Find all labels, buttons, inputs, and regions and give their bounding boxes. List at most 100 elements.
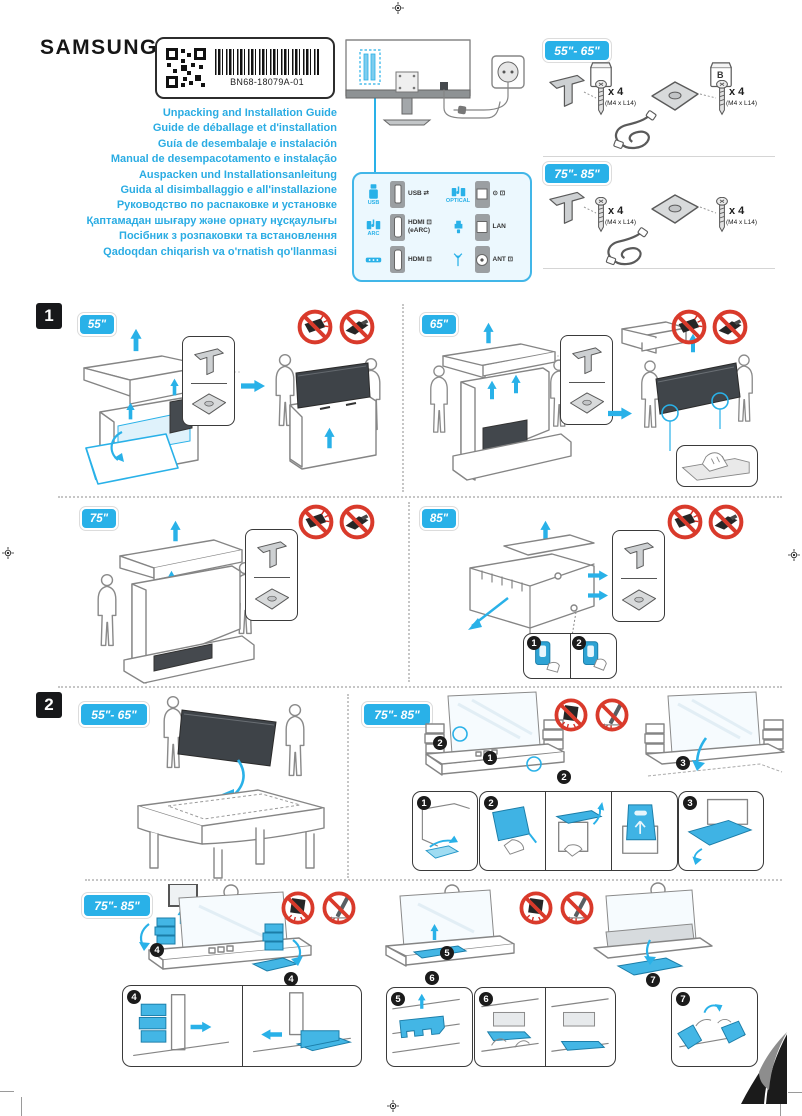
panel-2-frame-2: [546, 792, 612, 870]
port-row-optical: OPTICAL ⊙ ⊡: [445, 180, 525, 209]
stand-neck-icon: [255, 539, 289, 569]
remove-corner-detail: [421, 803, 470, 859]
speaker-optical-icon: OPTICAL: [445, 184, 472, 204]
fold-sheet-detail: [687, 798, 753, 866]
no-crush-icon: [670, 308, 708, 346]
port-label: LAN: [492, 222, 506, 230]
step-marker-3: 3: [683, 796, 697, 810]
crop-mark: [0, 1091, 14, 1092]
no-lay-flat-icon: [338, 308, 376, 346]
crop-mark: [21, 1097, 22, 1116]
accessory-callout: [612, 530, 665, 622]
tv-on-foam-illustration: 2 1 2: [420, 690, 571, 792]
screw-spec: (M4 x L14): [726, 100, 758, 107]
remove-base-latch-illustration: 5 6: [378, 884, 518, 988]
tear-sheet-hands-detail: [677, 1004, 746, 1050]
step-panel-1: 1: [412, 791, 478, 871]
usb-drive-icon: USB: [360, 183, 387, 206]
port-label: ⊙ ⊡: [492, 190, 506, 198]
step-panel-7: 7: [671, 987, 758, 1067]
accessory-callout: [245, 529, 298, 621]
no-lay-flat-icon: [338, 503, 376, 541]
step-marker-4: 4: [150, 943, 164, 957]
lan-plug-icon: [445, 220, 472, 234]
step-marker-1: 1: [483, 751, 497, 765]
registration-mark: [2, 547, 14, 559]
pull-flap-detail: [491, 806, 537, 855]
step-panel-2: 2: [479, 791, 678, 871]
size-badge-75-85: 75"- 85": [542, 161, 612, 186]
panel-6-frame-2: [546, 988, 616, 1066]
hand-grip-detail: [681, 452, 750, 481]
screw-qty: x 4: [729, 205, 745, 217]
size-badge-75-85-bottom: 75"- 85": [81, 892, 153, 919]
unbox-65-illustration: [430, 322, 575, 481]
panel-4-frame-2: [243, 986, 362, 1066]
kit-75-85-illustration: x 4 (M4 x L14) x 4 (M4 x L14): [540, 183, 776, 269]
title-es: Guía de desembalaje e instalación: [157, 137, 337, 150]
latch-bar-detail: [392, 993, 460, 1054]
section-divider: [58, 686, 782, 688]
hdmi-earc-port: [390, 213, 405, 241]
accessory-callout: [182, 336, 235, 426]
panel-4-frame-1: [123, 986, 243, 1066]
no-crush-icon: [297, 503, 335, 541]
step-marker-2: 2: [572, 636, 586, 650]
stand-neck-icon: [622, 540, 656, 570]
registration-mark: [387, 1100, 399, 1112]
lift-bag-detail: [621, 804, 658, 854]
subsection-divider: [402, 304, 404, 492]
title-it: Guida al disimballaggio e all'installazi…: [120, 184, 337, 197]
size-badge-55-65: 55"- 65": [78, 701, 150, 728]
product-label: BN68-18079A-01: [155, 37, 335, 99]
kit-divider: [543, 268, 775, 269]
step-marker-6: 6: [425, 971, 439, 985]
no-crush-icon: [666, 503, 704, 541]
step-marker-3: 3: [676, 756, 690, 770]
lan-port: [474, 213, 490, 241]
title-pt: Manual de desempacotamento e instalação: [110, 153, 337, 166]
title-en: Unpacking and Installation Guide: [162, 107, 337, 119]
screw-spec: (M4 x L14): [726, 219, 758, 226]
step-marker-1: 1: [527, 636, 541, 650]
port-label: ANT ⊡: [492, 255, 514, 263]
title-uk: Посібник з розпаковки та встановлення: [119, 230, 337, 243]
soundbar-icon: [360, 255, 387, 265]
panel-2-frame-1: [480, 792, 546, 870]
callout-divider: [253, 577, 290, 579]
pull-bar-hands-detail: [481, 998, 539, 1052]
multilingual-titles: Unpacking and Installation Guide Guide d…: [37, 106, 337, 260]
crop-mark: [788, 1092, 802, 1093]
screw-spec: (M4 x L14): [605, 100, 637, 107]
port-row-lan: LAN: [445, 213, 525, 242]
step-marker-2: 2: [484, 796, 498, 810]
hdmi-port: [390, 246, 405, 274]
no-press-screen-icon: [518, 890, 554, 926]
page-turn-corner: [741, 1032, 788, 1105]
usb-port: [390, 180, 405, 208]
place-on-table-illustration: [137, 695, 325, 879]
pad-icon: [621, 588, 657, 612]
step-marker-2: 2: [557, 770, 571, 784]
port-label: HDMI ⊡: [408, 255, 432, 263]
no-lean-panel-icon: [321, 890, 357, 926]
size-badge-65: 65": [419, 312, 459, 337]
pad-icon: [569, 391, 605, 415]
panel-6-frame-1: [475, 988, 546, 1066]
screw-qty: x 4: [608, 86, 624, 98]
step-panel-3: 3: [678, 791, 764, 871]
step-marker-4: 4: [127, 990, 141, 1004]
connector-leader-line: [374, 96, 376, 174]
stand-neck-icon: [192, 346, 226, 376]
screw-qty: x 4: [729, 86, 745, 98]
pad-icon: [191, 392, 227, 416]
bar-removed-detail: [551, 998, 609, 1052]
tv-back-power-diagram: [345, 39, 525, 126]
tv-foam-remove-illustration: 3: [640, 690, 790, 792]
latch-steps-callout: 1 2: [523, 633, 617, 679]
step-panel-5: 5: [386, 987, 473, 1067]
lift-flap-detail: [554, 801, 604, 857]
latch-step-frame-2: [571, 634, 617, 678]
size-badge-75: 75": [79, 506, 119, 531]
title-fr: Guide de déballage et d'installation: [152, 122, 337, 135]
